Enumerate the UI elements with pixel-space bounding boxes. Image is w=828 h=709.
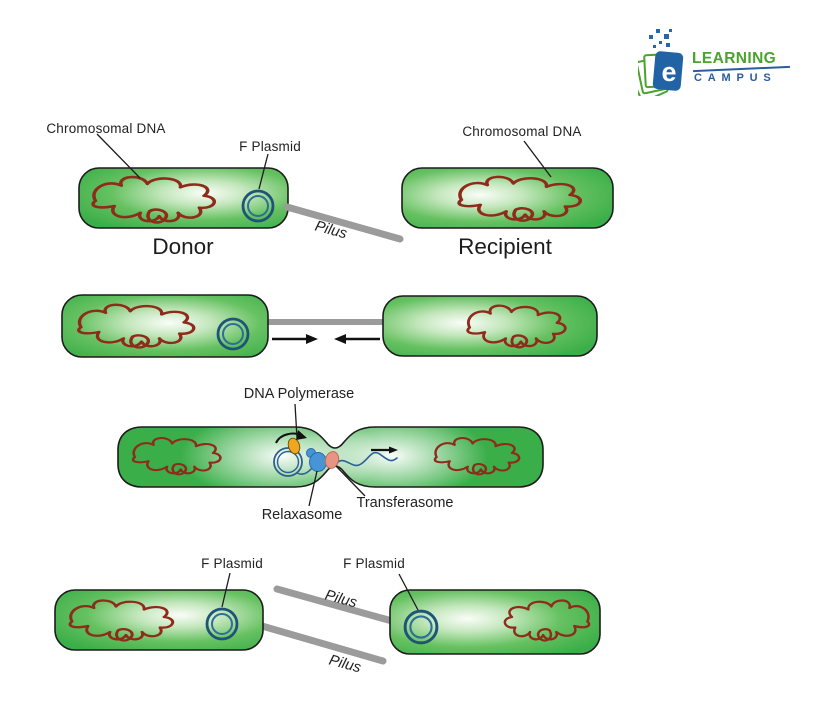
transferasome-blob bbox=[324, 451, 340, 469]
f-plasmid-label-stage1: F Plasmid bbox=[239, 139, 301, 154]
f-plasmid-label-stage4-right: F Plasmid bbox=[343, 556, 405, 571]
ssdna-strand-transferred bbox=[336, 451, 398, 467]
dna-polymerase-label: DNA Polymerase bbox=[243, 386, 355, 402]
donor-caption: Donor bbox=[152, 234, 214, 259]
elearning-campus-logo: e LEARNING CAMPUS bbox=[629, 28, 808, 103]
stage3-pointer-lines bbox=[294, 403, 366, 507]
recipient-caption: Recipient bbox=[458, 234, 552, 259]
stage1-pointer-lines bbox=[96, 133, 552, 190]
transferasome-label: Transferasome bbox=[356, 495, 454, 511]
chromosomal-dna-label-recipient: Chromosomal DNA bbox=[462, 124, 582, 139]
chromosomal-dna-label-donor: Chromosomal DNA bbox=[46, 121, 166, 136]
logo-pixel-squares bbox=[649, 29, 672, 48]
stage1-recipient-cell bbox=[401, 167, 614, 229]
relaxasome-label: Relaxasome bbox=[261, 507, 343, 523]
pilus-stage1 bbox=[283, 203, 404, 243]
stage2-donor-cell bbox=[61, 294, 269, 358]
logo-learning-text: LEARNING bbox=[692, 50, 777, 67]
pilus-stage4-upper bbox=[273, 585, 396, 625]
stage4-pointer-lines bbox=[221, 572, 419, 611]
logo-campus-text: CAMPUS bbox=[694, 72, 777, 84]
stage4-right-cell bbox=[389, 589, 601, 655]
relaxasome-blob bbox=[306, 448, 327, 472]
pilus-stage4-lower bbox=[258, 622, 387, 665]
dna-polymerase-blob bbox=[287, 437, 301, 455]
stage2-recipient-cell bbox=[382, 295, 598, 357]
logo-book-icon: e bbox=[629, 29, 684, 103]
stage2-approach-arrows bbox=[272, 334, 380, 344]
stage3-arrows bbox=[275, 430, 398, 454]
stage1-donor-cell bbox=[78, 167, 289, 229]
stage3-plasmid bbox=[273, 447, 303, 477]
f-plasmid-label-stage4-left: F Plasmid bbox=[201, 556, 263, 571]
logo-e-letter: e bbox=[661, 57, 676, 87]
